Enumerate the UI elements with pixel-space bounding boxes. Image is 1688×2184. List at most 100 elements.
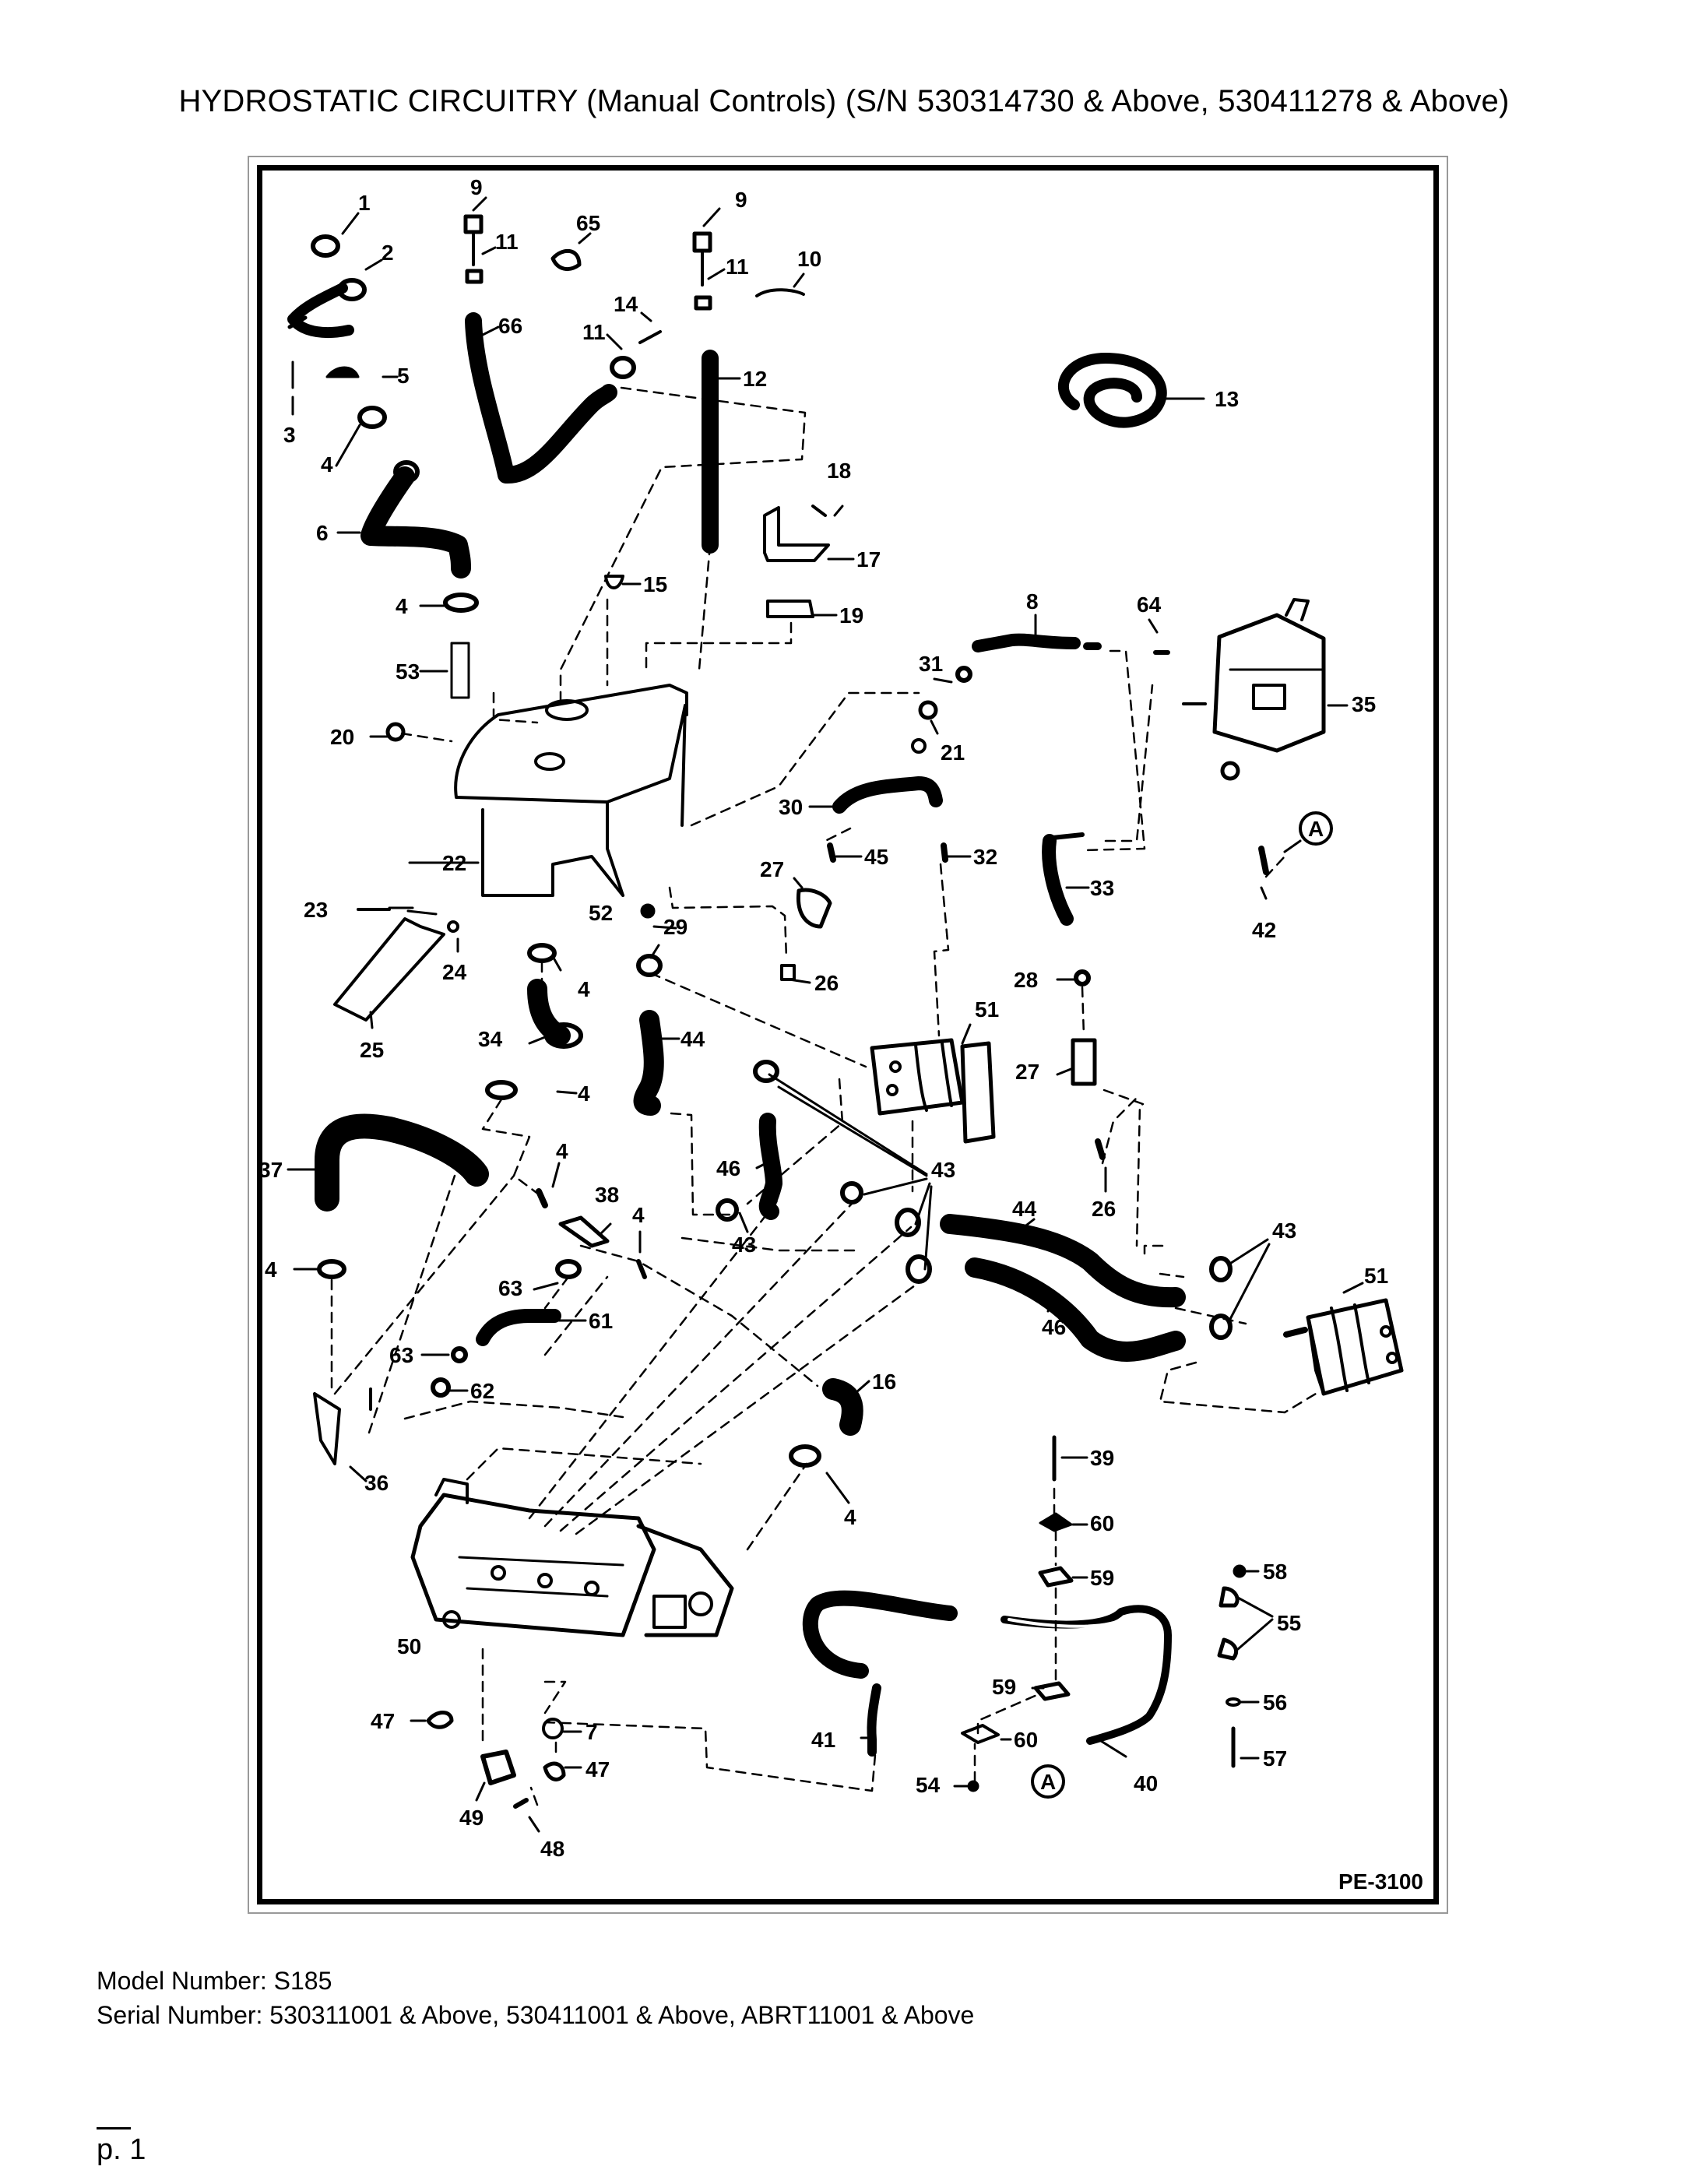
callout-60: 60 bbox=[1014, 1728, 1038, 1752]
callout-4: 4 bbox=[578, 977, 590, 1001]
callout-50: 50 bbox=[397, 1634, 421, 1658]
hose-part bbox=[965, 1257, 1186, 1362]
hose-part bbox=[940, 1214, 1186, 1308]
fitting-part bbox=[1095, 1138, 1106, 1160]
pad-part bbox=[766, 600, 814, 618]
callout-43: 43 bbox=[931, 1158, 955, 1182]
page-divider bbox=[97, 2127, 131, 2129]
callout-13: 13 bbox=[1215, 387, 1239, 411]
fitting-part bbox=[692, 231, 712, 311]
callout-2: 2 bbox=[382, 241, 394, 265]
plate-part bbox=[1039, 1512, 1073, 1532]
nut-part bbox=[967, 1780, 979, 1792]
hydrostatic-pump-part bbox=[410, 1478, 734, 1637]
serial-number: Serial Number: 530311001 & Above, 530411… bbox=[97, 2001, 975, 2029]
callout-58: 58 bbox=[1263, 1560, 1287, 1584]
hose-part bbox=[633, 1010, 664, 1116]
callout-48: 48 bbox=[540, 1837, 564, 1861]
fitting-part bbox=[636, 954, 663, 977]
clamp-part bbox=[357, 406, 387, 429]
callout-4: 4 bbox=[265, 1257, 277, 1282]
callout-47: 47 bbox=[586, 1757, 610, 1781]
hose-part bbox=[832, 776, 943, 814]
callout-65: 65 bbox=[576, 211, 600, 235]
fitting-part bbox=[941, 842, 948, 863]
clamp-part bbox=[789, 1444, 821, 1468]
tee-part bbox=[558, 1215, 610, 1248]
callout-46: 46 bbox=[716, 1156, 740, 1180]
bracket-part bbox=[763, 506, 830, 562]
callout-28: 28 bbox=[1014, 968, 1038, 992]
callout-41: 41 bbox=[811, 1728, 835, 1752]
callout-51: 51 bbox=[975, 997, 999, 1022]
callout-8: 8 bbox=[1026, 589, 1039, 614]
callout-52: 52 bbox=[589, 901, 613, 925]
clamp-part bbox=[555, 1259, 582, 1279]
bolt-part bbox=[1233, 1564, 1247, 1578]
clamp-part bbox=[543, 1761, 566, 1781]
hose-part bbox=[315, 1113, 489, 1212]
callout-47: 47 bbox=[371, 1709, 395, 1733]
clamp-part bbox=[426, 1711, 454, 1729]
nut-part bbox=[447, 920, 459, 933]
callout-42: 42 bbox=[1252, 918, 1276, 942]
callout-36: 36 bbox=[364, 1471, 389, 1495]
callout-4: 4 bbox=[632, 1203, 645, 1227]
callout-61: 61 bbox=[589, 1309, 613, 1333]
callout-3: 3 bbox=[283, 423, 296, 447]
filter-part bbox=[1071, 1038, 1097, 1086]
callout-44: 44 bbox=[1012, 1197, 1037, 1221]
connector-a bbox=[1299, 811, 1333, 846]
drive-motor-part bbox=[1283, 1298, 1404, 1396]
callout-4: 4 bbox=[578, 1081, 590, 1106]
tube-part bbox=[972, 633, 1081, 652]
callout-63: 63 bbox=[498, 1276, 522, 1300]
figure-reference: PE-3100 bbox=[1338, 1869, 1423, 1894]
callout-9: 9 bbox=[470, 175, 483, 199]
callout-43: 43 bbox=[732, 1233, 756, 1257]
bracket-part bbox=[333, 917, 445, 1022]
callout-37: 37 bbox=[258, 1158, 283, 1182]
callout-55: 55 bbox=[1277, 1611, 1301, 1635]
callout-43: 43 bbox=[1272, 1219, 1296, 1243]
fitting-part bbox=[1074, 969, 1091, 986]
callout-29: 29 bbox=[663, 915, 688, 939]
o-ring-part bbox=[542, 1718, 564, 1739]
hydraulic-tank-part bbox=[454, 684, 688, 897]
fitting-part bbox=[827, 842, 836, 863]
callout-11: 11 bbox=[582, 320, 606, 344]
fitting-part bbox=[840, 1181, 863, 1205]
callout-12: 12 bbox=[743, 367, 767, 391]
hose-part bbox=[360, 466, 471, 579]
callout-23: 23 bbox=[304, 898, 328, 922]
callout-17: 17 bbox=[856, 547, 881, 571]
clamp-part bbox=[1219, 1586, 1240, 1608]
callout-5: 5 bbox=[397, 364, 410, 388]
clamp-part bbox=[550, 249, 582, 272]
elbow-fitting-part bbox=[287, 278, 367, 339]
hose-part bbox=[822, 1378, 863, 1436]
clamp-part bbox=[317, 1259, 346, 1279]
callout-35: 35 bbox=[1352, 692, 1376, 716]
callout-57: 57 bbox=[1263, 1746, 1287, 1771]
callout-22: 22 bbox=[442, 851, 466, 875]
coiled-hose-part bbox=[1057, 353, 1167, 428]
callout-20: 20 bbox=[330, 725, 354, 749]
fitting-part bbox=[1258, 846, 1269, 875]
fitting-part bbox=[918, 700, 938, 720]
callout-62: 62 bbox=[470, 1379, 494, 1403]
bracket-part bbox=[325, 366, 360, 378]
callout-59: 59 bbox=[1090, 1566, 1114, 1590]
hose-part bbox=[1042, 834, 1074, 926]
fitting-part bbox=[463, 214, 484, 284]
callout-19: 19 bbox=[839, 603, 863, 628]
callout-56: 56 bbox=[1263, 1690, 1287, 1714]
callout-30: 30 bbox=[779, 795, 803, 819]
fitting-part bbox=[895, 1208, 921, 1237]
tube-part bbox=[313, 1392, 341, 1465]
callout-59: 59 bbox=[992, 1675, 1016, 1699]
filter-part bbox=[796, 888, 832, 929]
tube-part bbox=[1000, 1605, 1172, 1745]
page-title: HYDROSTATIC CIRCUITRY (Manual Controls) … bbox=[178, 84, 1510, 118]
callout-4: 4 bbox=[321, 452, 333, 477]
